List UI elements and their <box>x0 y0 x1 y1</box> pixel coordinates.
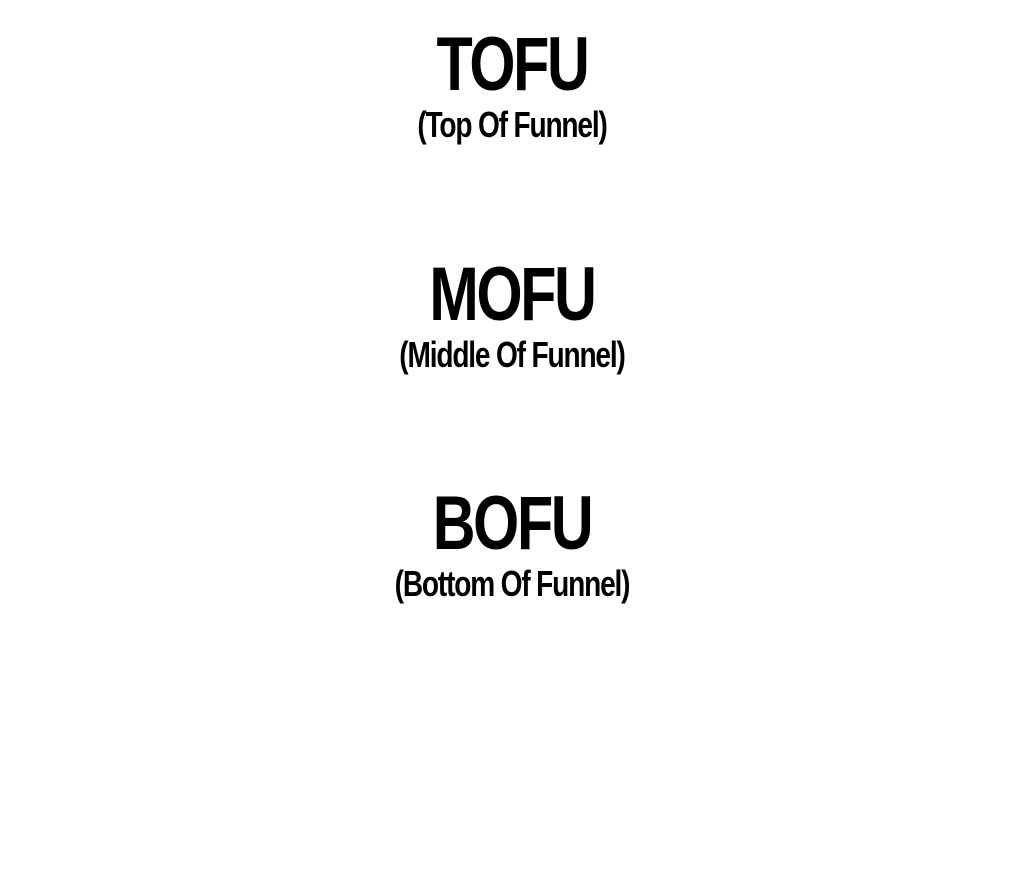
stage-tofu: TOFU (Top Of Funnel) <box>0 27 1024 145</box>
stage-bofu: BOFU (Bottom Of Funnel) <box>0 486 1024 604</box>
stage-subtitle: (Top Of Funnel) <box>417 104 608 145</box>
stage-title: TOFU <box>436 22 590 107</box>
stage-title: MOFU <box>429 252 596 337</box>
stage-subtitle: (Middle Of Funnel) <box>399 334 626 375</box>
stage-title: BOFU <box>432 481 594 566</box>
stage-mofu: MOFU (Middle Of Funnel) <box>0 257 1024 375</box>
stage-subtitle: (Bottom Of Funnel) <box>394 563 631 604</box>
